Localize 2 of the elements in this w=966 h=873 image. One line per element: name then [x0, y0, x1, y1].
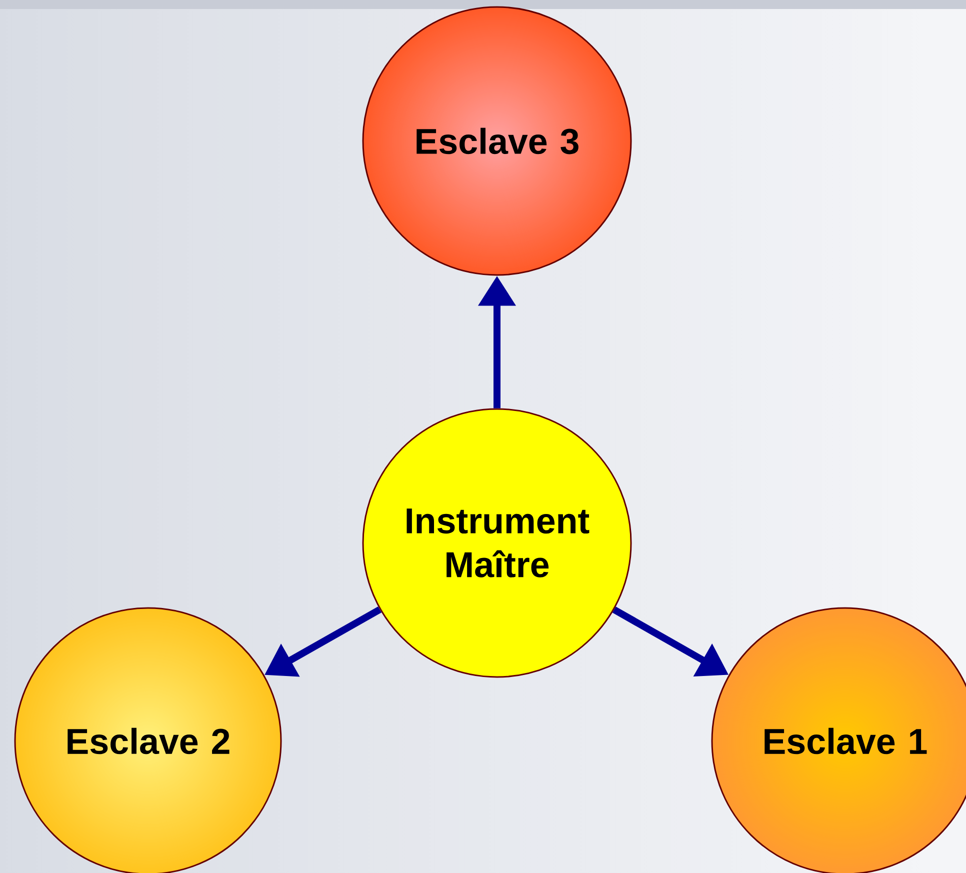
- circle-node: Instrument Maître: [362, 408, 632, 678]
- circle-node: Esclave 3: [362, 6, 632, 276]
